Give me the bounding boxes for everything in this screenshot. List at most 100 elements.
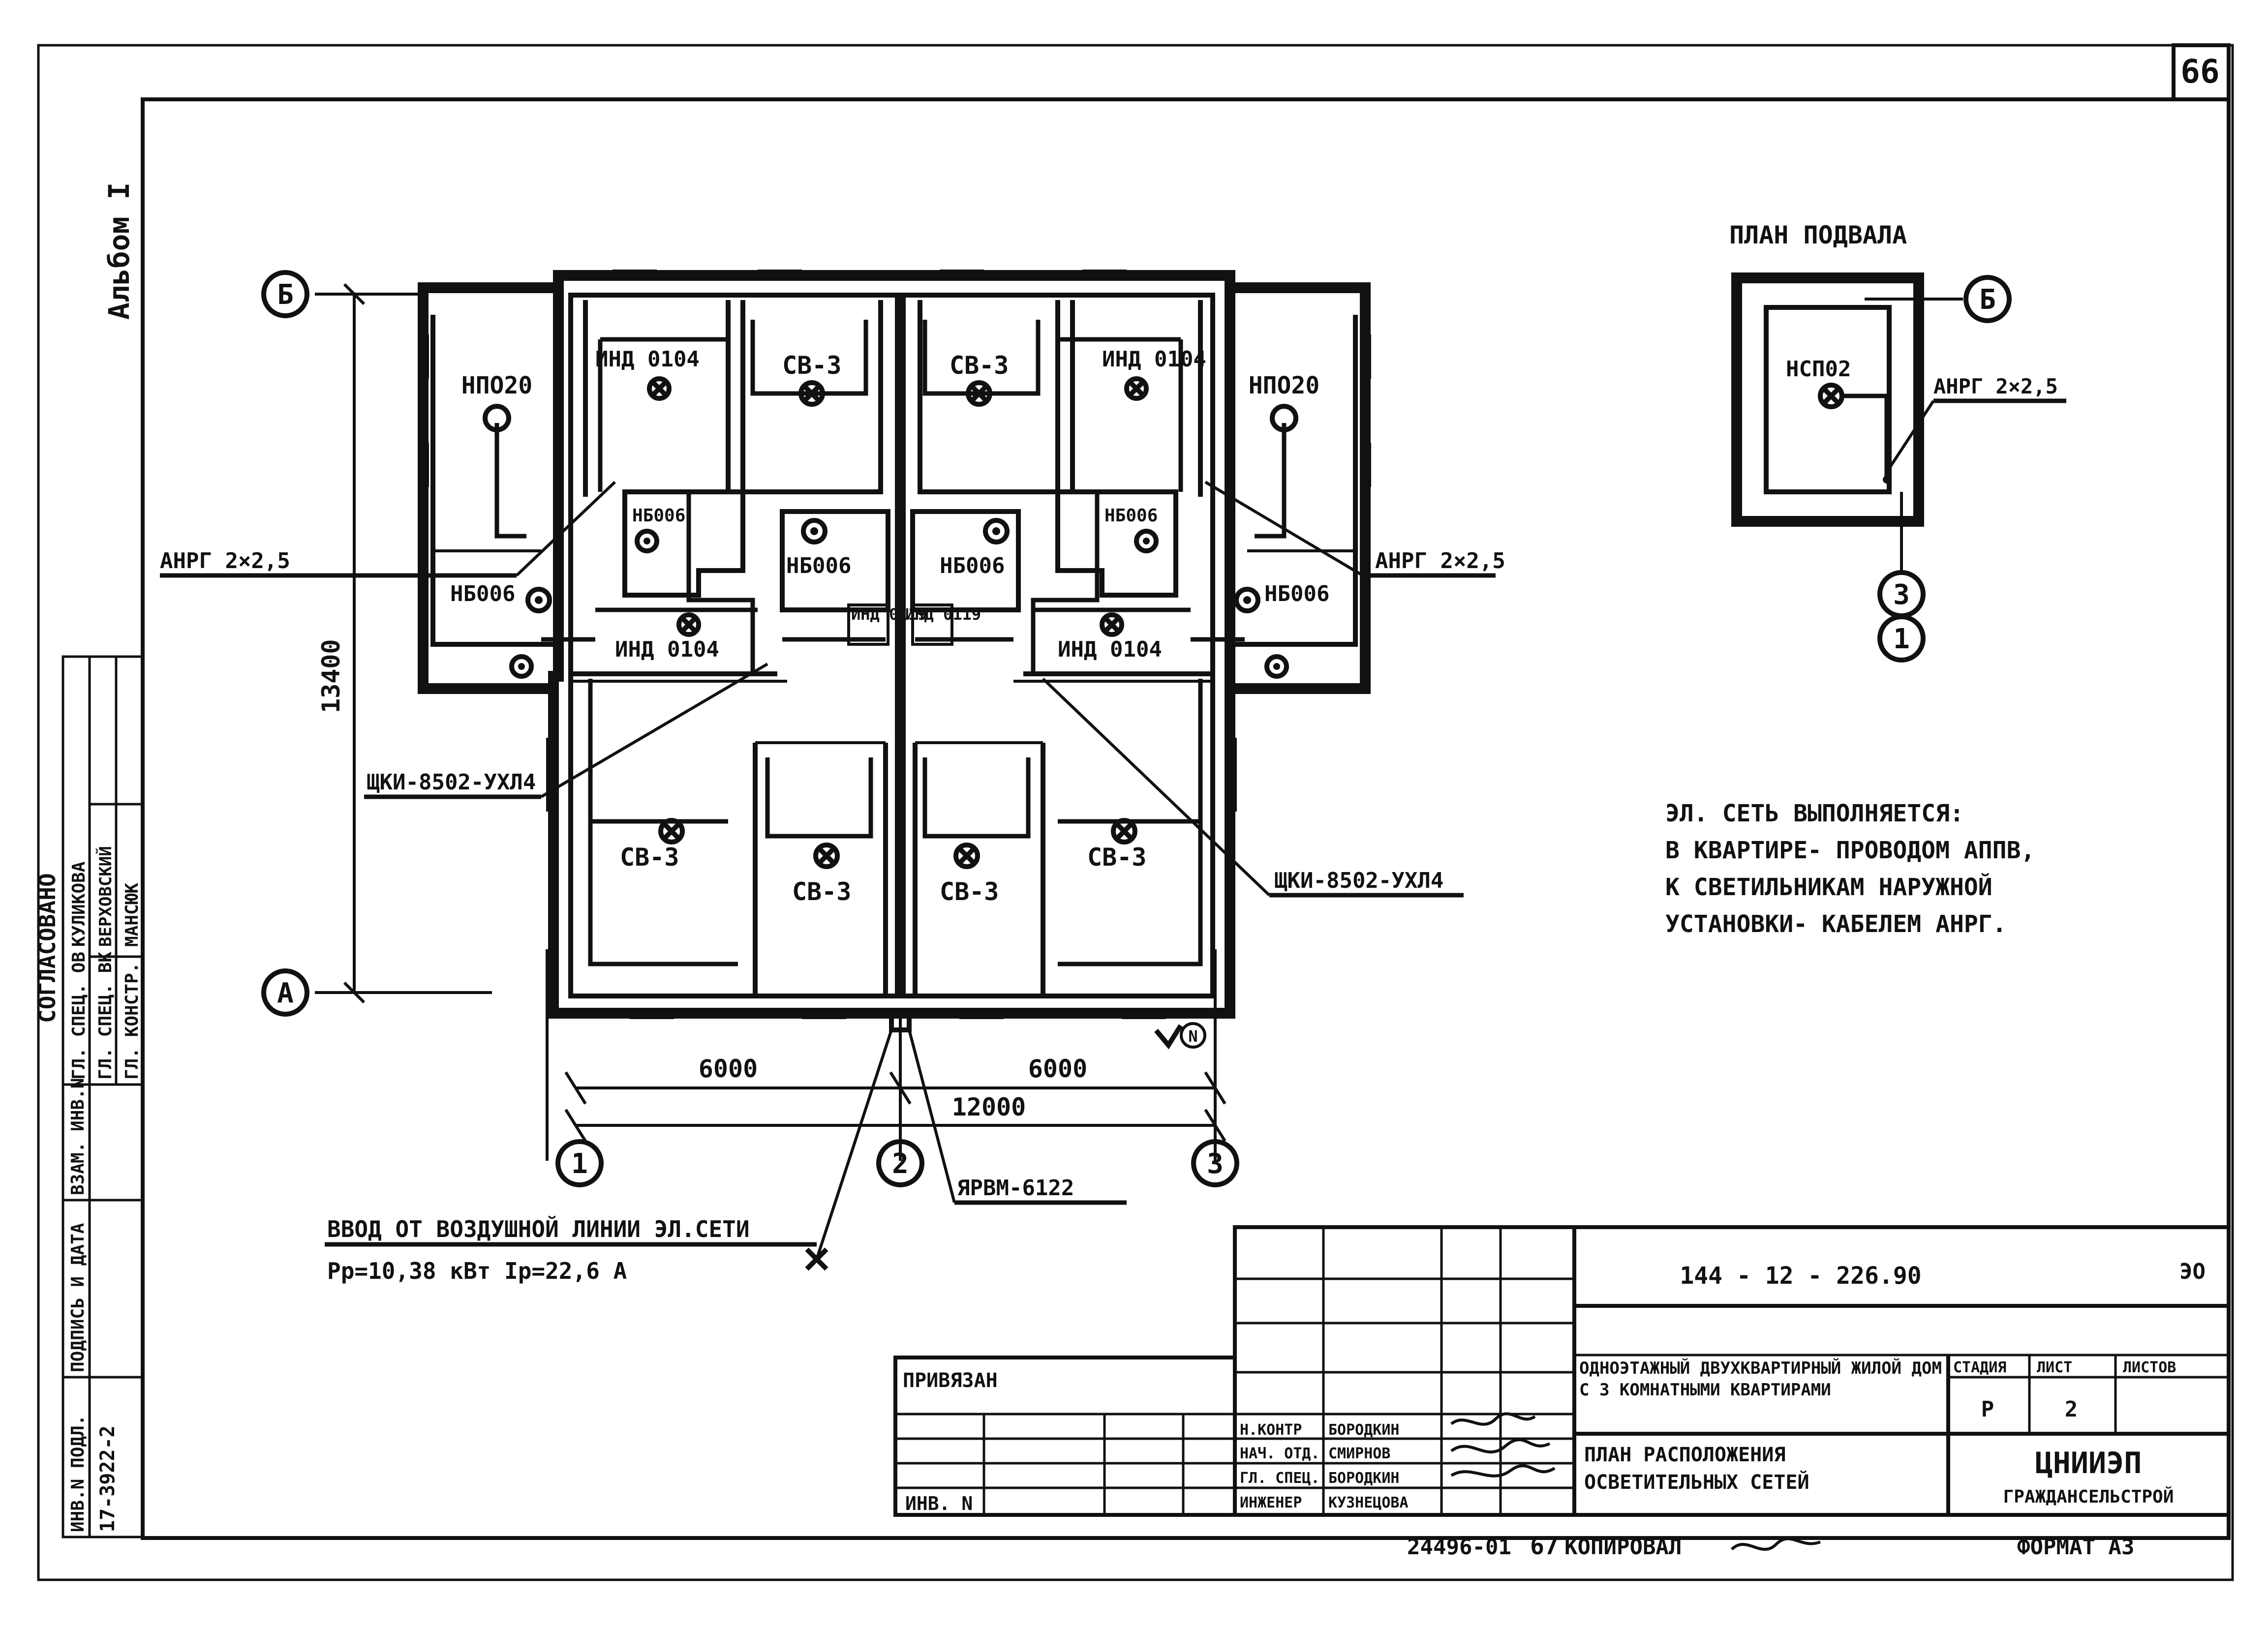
cable-label-right: АНРГ 2×2,5 [1375,548,1505,573]
label-cv3-lower-3: СВ-3 [940,877,999,906]
axis-1-label: 1 [571,1148,588,1180]
copier-signature [1730,1537,1821,1551]
label-ind0104-lower-right: ИНД 0104 [1058,637,1162,662]
label-ind0119-right: ИНД 0119 [905,605,981,624]
page-number-box [2172,43,2231,101]
lamp-cv3-upper-right [966,380,992,407]
label-nb006-left: НБ006 [450,581,515,606]
project-title: ОДНОЭТАЖНЫЙ ДВУХКВАРТИРНЫЙ ЖИЛОЙ ДОМ С 3… [1579,1358,1942,1400]
title-block: ПРИВЯЗАН ИНВ. N Н.КОНТР БОРОДКИН НАЧ. ОТ… [893,1225,2231,1517]
axis-bubble-2: 2 [876,1139,924,1187]
lamp-nb006-center-left [801,518,828,544]
label-nb006-right: НБ006 [1264,581,1329,606]
outer-frame [37,44,2234,1581]
bottom-code: 24496-01 [1407,1535,1511,1560]
axis-bubble-1: 1 [555,1139,604,1187]
privyazan-label: ПРИВЯЗАН [903,1369,998,1392]
staff-role-4: ИНЖЕНЕР [1240,1494,1302,1511]
label-cv3-upper-right: СВ-3 [950,351,1009,380]
inv-n-label: ИНВ. N [905,1493,973,1514]
cable-label-left: АНРГ 2×2,5 [160,548,290,573]
approval-name-3: МАНСЮК [122,883,142,947]
north-label: N [1188,1027,1197,1046]
lamp-ind0104-upper-right [1124,376,1149,401]
label-ind0104-lower-left: ИНД 0104 [615,637,719,662]
note-line-1: ЭЛ. СЕТЬ ВЫПОЛНЯЕТСЯ: [1665,800,1964,827]
axis-b-label: Б [277,279,294,311]
approval-name-1: КУЛИКОВА [69,861,89,947]
north-marker: N [1154,1022,1206,1050]
basement-fixture-label: НСП02 [1786,357,1851,382]
staff-role-2: НАЧ. ОТД. [1240,1445,1320,1462]
page-number: 66 [2180,53,2219,90]
album-label: Альбом I [102,182,136,320]
label-np020-right: НПО20 [1249,372,1320,399]
label-nb006-center-right: НБ006 [940,553,1005,578]
input-power: Рр=10,38 кВт Iр=22,6 А [327,1258,627,1284]
axis-bubble-b: Б [261,270,309,318]
staff-name-3: БОРОДКИН [1328,1470,1400,1487]
lamp-nb006-center-right [983,518,1010,544]
basement-axis-1: 1 [1893,623,1910,655]
lamp-cv3-lower-2 [813,843,840,869]
axis-lines [315,283,1226,1161]
axis-2-label: 2 [892,1148,909,1180]
staff-name-1: БОРОДКИН [1328,1421,1400,1439]
approval-role-1: ГЛ. СПЕЦ. ОВ [69,952,89,1080]
dimension-6000-right: 6000 [1028,1055,1087,1083]
staff-name-4: КУЗНЕЦОВА [1328,1494,1409,1511]
bottom-sheet-number: 67 [1530,1533,1559,1560]
lamp-nb006-bath-right [1134,529,1159,553]
lamp-cv3-lower-1 [658,818,685,845]
sheet-title: ПЛАН РАСПОЛОЖЕНИЯ ОСВЕТИТЕЛЬНЫХ СЕТЕЙ [1584,1444,1809,1494]
sheet-title-box: ПЛАН РАСПОЛОЖЕНИЯ ОСВЕТИТЕЛЬНЫХ СЕТЕЙ [1584,1444,1809,1494]
lamp-nb006-left [525,587,552,613]
staff-role-1: Н.КОНТР [1240,1421,1302,1439]
list-label: ЛИСТ [2037,1359,2072,1376]
copied-label: КОПИРОВАЛ [1564,1535,1682,1560]
box-label: ЯРВМ-6122 [957,1176,1074,1201]
panel-label-left: ЩКИ-8502-УХЛ4 [367,770,536,795]
axis-bubble-3: 3 [1191,1139,1239,1187]
lamp-cv3-lower-4 [1111,818,1137,845]
dimension-6000-left: 6000 [699,1055,758,1083]
panel-label-right: ЩКИ-8502-УХЛ4 [1274,868,1443,893]
input-title: ВВОД ОТ ВОЗДУШНОЙ ЛИНИИ ЭЛ.СЕТИ [327,1216,750,1242]
lamp-ind0104-upper-left [647,376,672,401]
stage-value: Р [1981,1397,1994,1422]
label-nb006-bath-left: НБ006 [632,506,685,526]
project-title-box: ОДНОЭТАЖНЫЙ ДВУХКВАРТИРНЫЙ ЖИЛОЙ ДОМ С 3… [1579,1358,1942,1400]
basement-title: ПЛАН ПОДВАЛА [1729,221,1907,249]
label-nb006-center-left: НБ006 [786,553,851,578]
inv-podl-value: 17-3922-2 [96,1425,119,1532]
note-line-2: В КВАРТИРЕ- ПРОВОДОМ АППВ, [1665,837,2035,864]
floor-plan-walls [418,270,1371,1032]
signature-2 [1450,1438,1551,1454]
approval-role-2: ГЛ. СПЕЦ. ВК [95,952,116,1080]
label-ind0104-upper-right: ИНД 0104 [1102,347,1206,372]
signature-3 [1450,1464,1556,1478]
section-code: ЭО [2179,1259,2206,1284]
signature-date-label: ПОДПИСЬ И ДАТА [68,1223,88,1372]
vzam-inv-label: ВЗАМ. ИНВ.N [68,1078,88,1195]
lamp-nb006-right [1234,587,1260,613]
approval-name-2: ВЕРХОВСКИЙ [95,846,116,947]
label-cv3-lower-1: СВ-3 [620,843,679,872]
label-ind0119-left: ИНД 0119 [851,605,927,624]
label-cv3-lower-4: СВ-3 [1087,843,1146,872]
org-name: ЦНИИЭП [2035,1446,2142,1480]
approval-role-3: ГЛ. КОНСТР. [122,963,142,1080]
dimension-12000: 12000 [952,1093,1026,1121]
lamp-entrance-right [1264,654,1289,679]
approval-stamp: СОГЛАСОВАНО ГЛ. СПЕЦ. ОВ КУЛИКОВА ГЛ. СП… [34,655,144,1086]
inv-podl-label: ИНВ.N ПОДЛ. [68,1415,88,1532]
list-value: 2 [2065,1397,2078,1422]
lists-label: ЛИСТОВ [2123,1359,2176,1376]
label-cv3-lower-2: СВ-3 [792,877,851,906]
label-ind0104-upper-left: ИНД 0104 [595,347,700,372]
lamp-cv3-upper-left [798,380,825,407]
lamp-entrance-left [509,654,534,679]
lamp-np020-right [1270,404,1298,432]
notes: ЭЛ. СЕТЬ ВЫПОЛНЯЕТСЯ: В КВАРТИРЕ- ПРОВОД… [1665,800,2035,938]
